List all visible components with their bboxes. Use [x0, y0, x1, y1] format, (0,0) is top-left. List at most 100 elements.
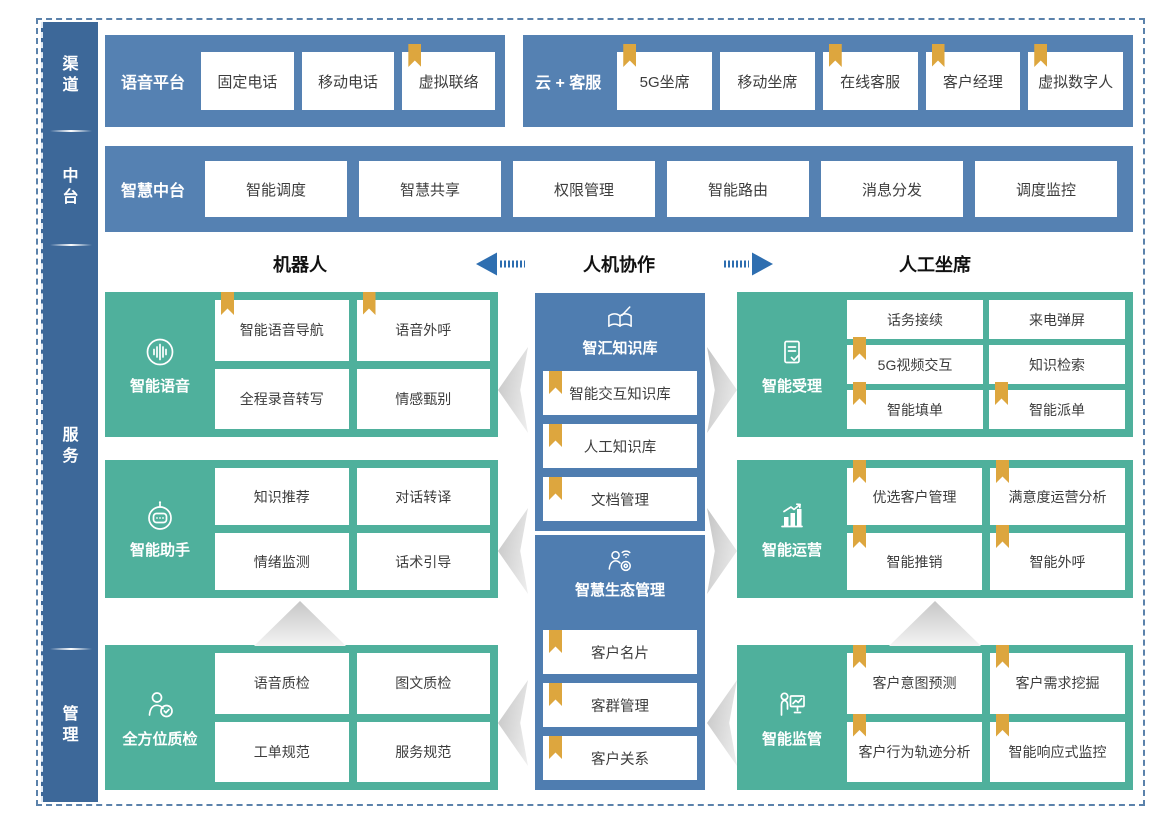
item-label: 工单规范: [253, 743, 310, 760]
bookmark-icon: [549, 371, 562, 394]
service-block-header: 智能监管: [745, 653, 839, 782]
row-title: 云 + 客服: [535, 75, 602, 92]
sidebar-section-char: 台: [62, 189, 79, 206]
item-box: 智能派单: [989, 382, 1125, 429]
item-label: 话术引导: [395, 553, 452, 570]
service-block-header: 全方位质检: [113, 653, 207, 782]
item-label: 智慧共享: [400, 181, 461, 199]
service-block-grid: 知识推荐 对话转译情绪监测 话术引导: [215, 468, 490, 590]
item-box: 权限管理: [513, 161, 656, 217]
service-block-grid: 智能语音导航 语音外呼全程录音转写情感甄别: [215, 292, 490, 429]
item-box: 图文质检: [356, 653, 490, 714]
middle-block-knowledge-base: 智汇知识库智能交互知识库人工知识库文档管理: [535, 293, 705, 531]
item-label: 固定电话: [217, 73, 278, 91]
bookmark-icon: [1034, 44, 1048, 67]
item-label: 调度监控: [1016, 181, 1077, 199]
item-label: 优选客户管理: [872, 488, 957, 505]
flow-arrow-left-icon: [476, 252, 528, 276]
item-box: 客户行为轨迹分析: [847, 713, 982, 782]
item-label: 情绪监测: [253, 553, 310, 570]
arrow-head-left: [476, 252, 497, 276]
monitor-icon: [774, 687, 810, 723]
sidebar-section-middle-platform: 中台: [43, 132, 98, 244]
bookmark-icon: [996, 460, 1009, 483]
item-label: 知识推荐: [253, 488, 310, 505]
item-box: 优选客户管理: [847, 460, 982, 525]
service-block-smart-supervision: 智能监管客户意图预测客户需求挖掘客户行为轨迹分析智能响应式监控: [737, 645, 1133, 790]
sidebar-divider: [49, 648, 92, 650]
item-box: 虚拟数字人: [1028, 44, 1123, 110]
sidebar-section-service: 服务: [43, 246, 98, 648]
bookmark-icon: [853, 382, 866, 405]
item-box: 客户意图预测: [847, 645, 982, 714]
item-box: 情感甄别: [356, 368, 490, 429]
middle-block-title: 智汇知识库: [582, 340, 658, 357]
bookmark-icon: [549, 477, 562, 500]
item-label: 语音外呼: [395, 322, 452, 339]
item-box: 智能推销: [847, 525, 982, 590]
middle-block-ecosystem-management: 智慧生态管理客户名片客群管理客户关系: [535, 535, 705, 790]
service-block-title: 智能语音: [129, 377, 190, 395]
item-label: 在线客服: [840, 73, 901, 91]
item-label: 智能路由: [708, 181, 769, 199]
item-box: 语音质检: [215, 653, 349, 714]
item-label: 客户关系: [591, 751, 649, 768]
item-label: 客户名片: [591, 645, 649, 662]
service-block-title: 智能助手: [129, 542, 190, 559]
sidebar-section-char: 务: [62, 448, 79, 465]
outer-dashed-frame: [36, 18, 1145, 806]
item-box: 在线客服: [822, 44, 918, 110]
service-block-quality-inspection: 全方位质检语音质检图文质检工单规范 服务规范: [105, 645, 498, 790]
sidebar-section-char: 理: [62, 727, 79, 744]
arrow-dashed-tail: [500, 260, 525, 268]
item-label: 客户行为轨迹分析: [858, 743, 971, 760]
item-label: 智能语音导航: [239, 322, 324, 339]
item-box: 全程录音转写: [215, 368, 349, 429]
item-box: 人工知识库: [543, 424, 697, 468]
item-label: 人工知识库: [583, 439, 657, 456]
item-label: 智能外呼: [1029, 553, 1086, 570]
item-box: 客群管理: [543, 683, 697, 727]
item-box: 服务规范: [356, 721, 490, 782]
service-block-header: 智能语音: [113, 300, 207, 429]
bookmark-icon: [221, 292, 234, 315]
service-block-grid: 语音质检图文质检工单规范 服务规范: [215, 653, 490, 782]
sidebar-divider: [49, 130, 92, 132]
sidebar-section-char: 道: [62, 77, 79, 94]
bookmark-icon: [549, 630, 562, 653]
item-box: 对话转译: [356, 468, 490, 525]
item-label: 客群管理: [591, 698, 649, 715]
bookmark-icon: [853, 713, 866, 737]
bookmark-icon: [996, 645, 1009, 668]
item-label: 客户需求挖掘: [1015, 675, 1100, 692]
bookmark-icon: [853, 460, 866, 483]
item-box: 消息分发: [821, 161, 964, 217]
item-label: 客户经理: [942, 73, 1003, 91]
item-box: 智能填单: [847, 382, 983, 429]
item-label: 文档管理: [591, 492, 649, 509]
item-label: 知识检索: [1029, 356, 1085, 373]
item-label: 智能推销: [886, 553, 943, 570]
item-label: 虚拟数字人: [1038, 73, 1114, 91]
service-block-header: 智能受理: [745, 300, 839, 429]
flow-arrow-right-icon: [721, 252, 773, 276]
bookmark-icon: [996, 713, 1009, 737]
service-block-smart-operation: 智能运营优选客户管理满意度运营分析智能推销智能外呼: [737, 460, 1133, 598]
inspector-icon: [142, 687, 178, 723]
sidebar-section-char: 服: [62, 427, 79, 445]
item-box: 客户名片: [543, 630, 697, 674]
bookmark-icon: [623, 44, 637, 67]
item-box: 5G视频交互: [847, 337, 983, 384]
item-box: 智能外呼: [990, 525, 1125, 590]
item-box: 话务接续: [847, 300, 983, 339]
bookmark-icon: [549, 424, 562, 447]
collaboration-header: 机器人 人机协作 人工坐席: [105, 246, 1133, 282]
voice-icon: [142, 334, 178, 370]
item-box: 知识推荐: [215, 468, 349, 525]
service-block-grid: 客户意图预测客户需求挖掘客户行为轨迹分析智能响应式监控: [847, 645, 1125, 782]
item-box: 满意度运营分析: [990, 460, 1125, 525]
item-box: 智能语音导航: [215, 292, 349, 361]
